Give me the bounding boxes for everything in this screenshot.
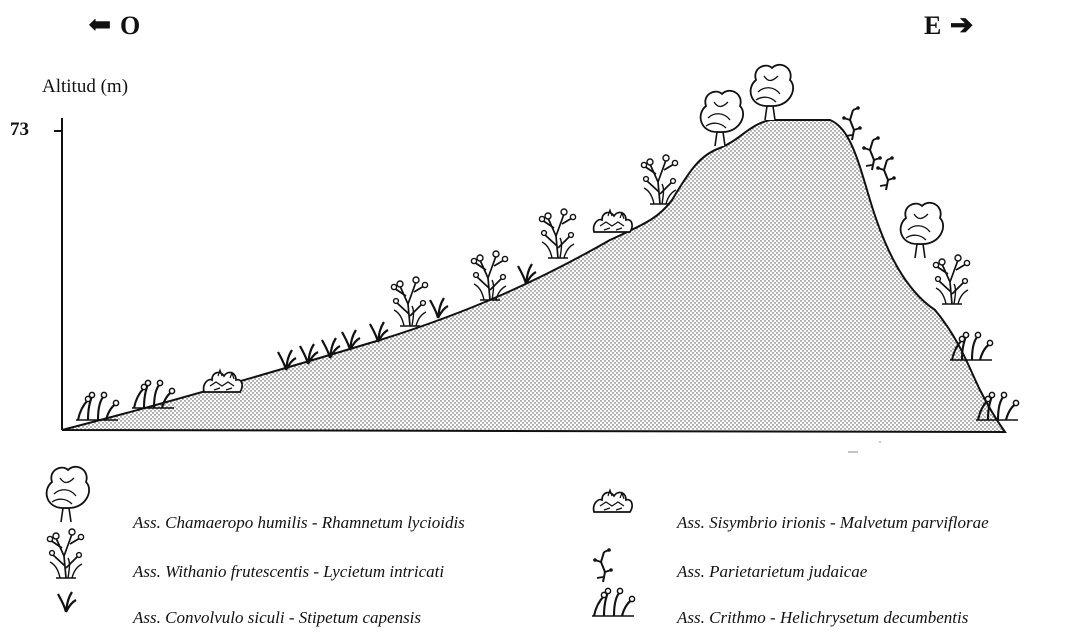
spiny-shrub-icon bbox=[47, 529, 83, 578]
legend-label-withanio: Ass. Withanio frutescentis - Lycietum in… bbox=[133, 562, 444, 582]
cliff-herb-icon bbox=[592, 588, 635, 616]
legend-label-parietarietum: Ass. Parietarietum judaicae bbox=[677, 562, 867, 582]
legend-label-chamaeropo: Ass. Chamaeropo humilis - Rhamnetum lyci… bbox=[133, 513, 465, 533]
cushion-herb-icon bbox=[594, 490, 632, 512]
wall-herb-icon bbox=[593, 548, 613, 582]
legend-label-crithmo: Ass. Crithmo - Helichrysetum decumbentis bbox=[677, 608, 968, 628]
legend-label-sisymbrio: Ass. Sisymbrio irionis - Malvetum parvif… bbox=[677, 513, 989, 533]
palm-shrub-icon bbox=[47, 467, 90, 522]
grass-tuft-icon bbox=[58, 592, 76, 612]
legend-label-convolvulo: Ass. Convolvulo siculi - Stipetum capens… bbox=[133, 608, 421, 628]
